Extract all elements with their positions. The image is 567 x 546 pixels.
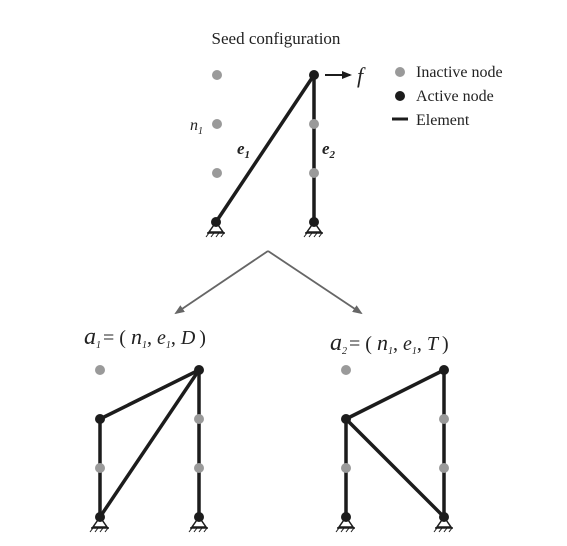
element-e1-label: e1 <box>237 139 250 161</box>
seed-structure: f n1 e1 e2 <box>190 63 366 238</box>
active-node <box>95 414 105 424</box>
inactive-node <box>95 463 105 473</box>
legend-inactive-node-icon <box>395 67 405 77</box>
seed-inactive-node <box>309 168 319 178</box>
branch-arrow-right-icon <box>267 250 363 315</box>
result-structure-a2 <box>335 365 454 533</box>
seed-active-node <box>309 70 319 80</box>
inactive-node <box>194 414 204 424</box>
legend: Inactive node Active node Element <box>392 64 503 129</box>
element <box>98 369 201 518</box>
branch-arrow-left-icon <box>174 250 269 315</box>
seed-inactive-node <box>212 70 222 80</box>
action-a2-label: a2= (n1, e1, T) <box>330 330 449 357</box>
legend-active-node-icon <box>395 91 405 101</box>
element-e2-label: e2 <box>322 139 336 161</box>
inactive-node <box>439 463 449 473</box>
inactive-node <box>194 463 204 473</box>
seed-inactive-node-n1 <box>212 119 222 129</box>
force-label: f <box>357 63 366 88</box>
seed-inactive-node <box>309 119 319 129</box>
seed-inactive-node <box>212 168 222 178</box>
seed-element-e1 <box>214 74 316 223</box>
element <box>345 368 445 421</box>
action-a1-label: a1= (n1, e1, D) <box>84 324 206 351</box>
diagram-title: Seed configuration <box>212 29 341 48</box>
legend-element-label: Element <box>416 112 470 129</box>
inactive-node <box>341 463 351 473</box>
element <box>344 417 446 519</box>
result-structure-a1 <box>89 365 209 533</box>
inactive-node <box>439 414 449 424</box>
legend-inactive-label: Inactive node <box>416 64 503 81</box>
legend-active-label: Active node <box>416 88 494 105</box>
branch-arrows <box>174 250 363 315</box>
inactive-node <box>95 365 105 375</box>
element <box>99 368 200 421</box>
active-node <box>439 365 449 375</box>
inactive-node <box>341 365 351 375</box>
active-node <box>194 365 204 375</box>
node-n1-label: n1 <box>190 117 203 137</box>
active-node <box>341 414 351 424</box>
